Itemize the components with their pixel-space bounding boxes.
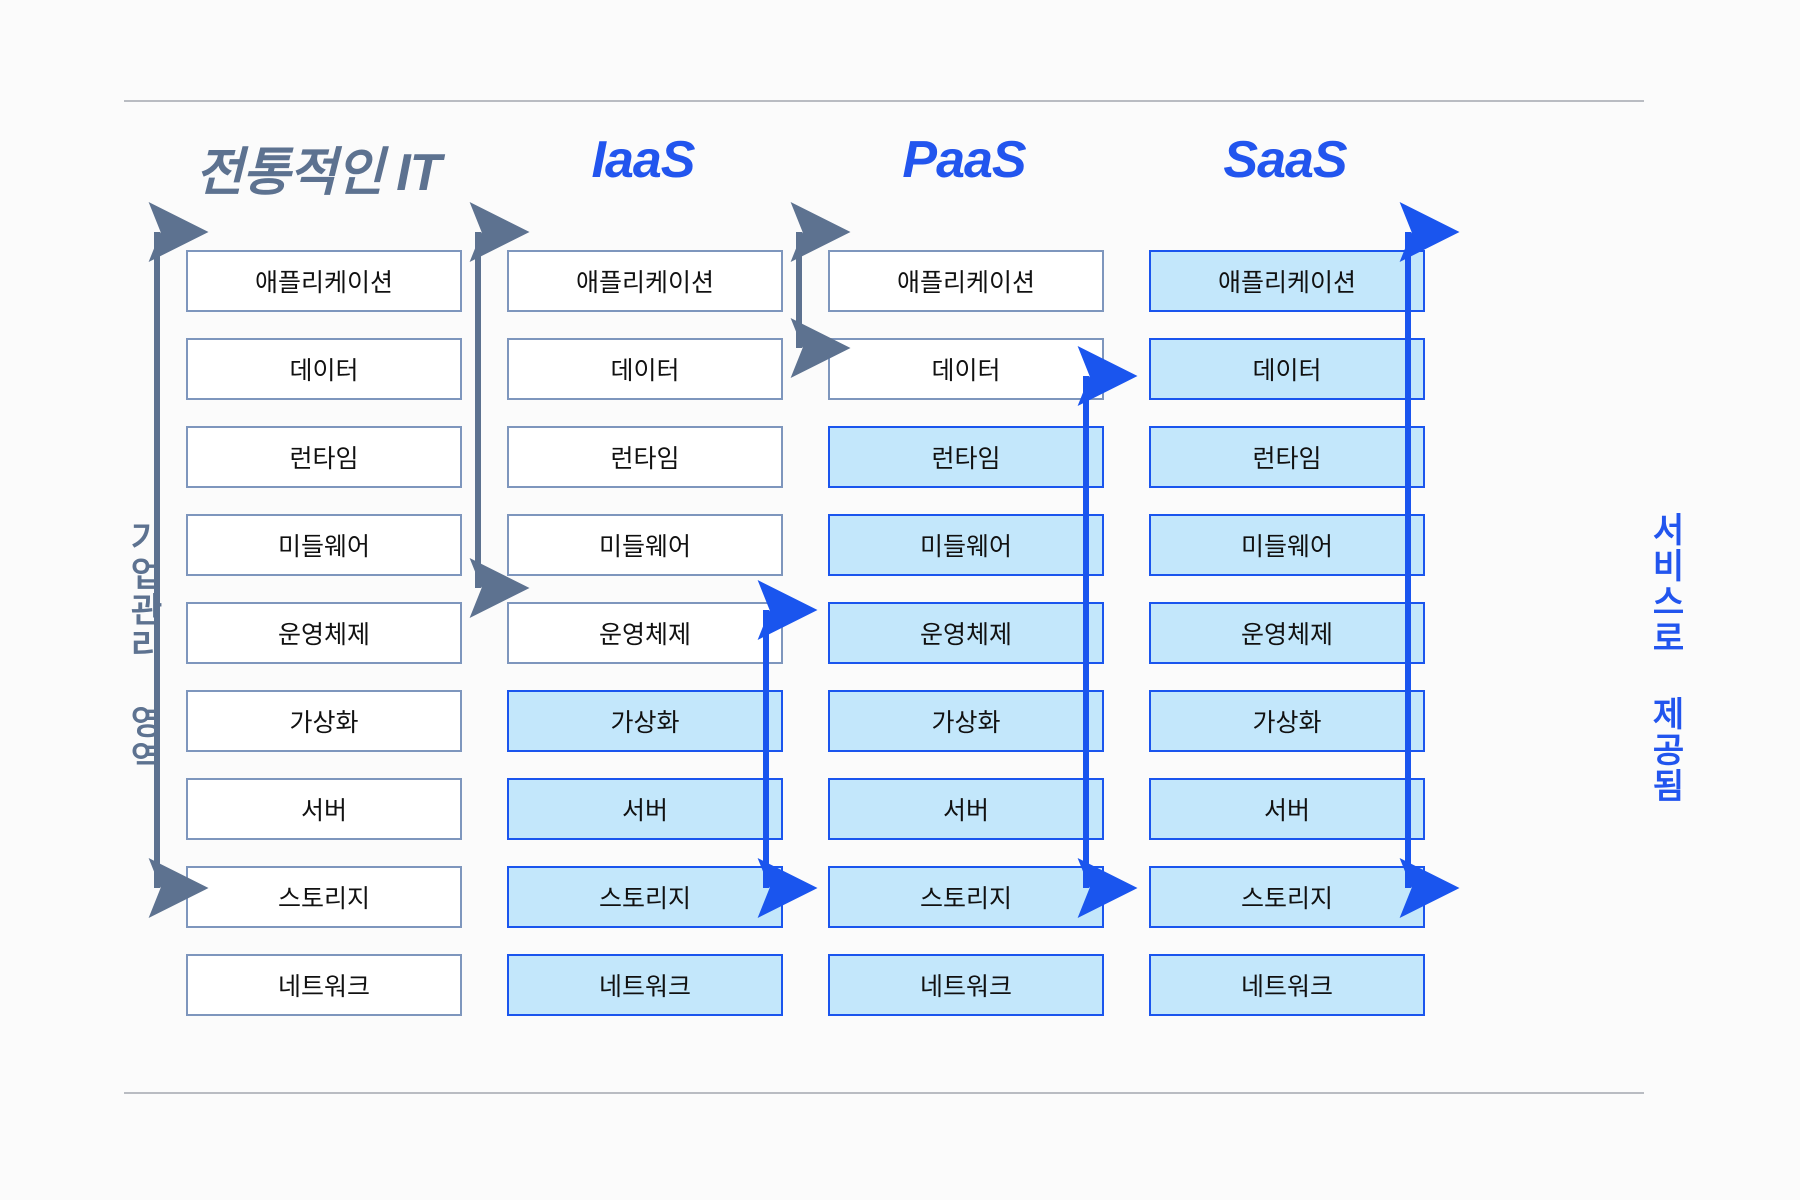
layer-box-label: 운영체제 [1240,621,1333,649]
layer-box-saas-2: 런타임 [1149,426,1425,488]
layer-box-label: 스토리지 [919,885,1012,913]
layer-box-label: 서버 [942,797,989,825]
left-axis-label: 기업관리 영역 [124,520,162,776]
layer-box-saas-4: 운영체제 [1149,602,1425,664]
layer-box-label: 스토리지 [277,885,370,913]
layer-box-paas-3: 미들웨어 [828,514,1104,576]
column-title-traditional: 전통적인 IT [195,144,441,202]
layer-box-label: 데이터 [931,357,1001,385]
layer-box-label: 운영체제 [277,621,370,649]
layer-box-label: 네트워크 [919,973,1012,1001]
layer-box-label: 스토리지 [1240,885,1333,913]
layer-box-iaas-1: 데이터 [507,338,783,400]
column-title-saas: SaaS [1223,131,1347,189]
layer-box-label: 애플리케이션 [254,269,393,297]
layer-box-label: 가상화 [610,709,680,737]
layer-box-label: 데이터 [1252,357,1322,385]
layer-box-traditional-4: 운영체제 [186,602,462,664]
layer-box-paas-4: 운영체제 [828,602,1104,664]
layer-box-label: 미들웨어 [277,533,370,561]
layer-box-label: 런타임 [289,445,359,473]
layer-box-label: 가상화 [289,709,359,737]
layer-box-iaas-3: 미들웨어 [507,514,783,576]
layer-box-saas-8: 네트워크 [1149,954,1425,1016]
layer-box-paas-7: 스토리지 [828,866,1104,928]
layer-box-iaas-5: 가상화 [507,690,783,752]
layer-box-traditional-8: 네트워크 [186,954,462,1016]
layer-box-label: 데이터 [610,357,680,385]
layer-box-label: 네트워크 [277,973,370,1001]
layer-box-iaas-0: 애플리케이션 [507,250,783,312]
layer-box-label: 애플리케이션 [575,269,714,297]
layer-box-label: 런타임 [931,445,1001,473]
layer-box-iaas-6: 서버 [507,778,783,840]
layer-box-traditional-0: 애플리케이션 [186,250,462,312]
bottom-divider-rule [124,1092,1644,1094]
layer-box-iaas-2: 런타임 [507,426,783,488]
layer-box-label: 운영체제 [598,621,691,649]
layer-box-iaas-7: 스토리지 [507,866,783,928]
layer-box-paas-2: 런타임 [828,426,1104,488]
column-title-paas: PaaS [902,131,1026,189]
layer-box-traditional-1: 데이터 [186,338,462,400]
layer-box-iaas-8: 네트워크 [507,954,783,1016]
layer-box-label: 스토리지 [598,885,691,913]
layer-box-label: 애플리케이션 [896,269,1035,297]
layer-box-traditional-2: 런타임 [186,426,462,488]
column-title-iaas: IaaS [591,131,696,189]
layer-box-paas-6: 서버 [828,778,1104,840]
layer-box-saas-1: 데이터 [1149,338,1425,400]
layer-box-saas-0: 애플리케이션 [1149,250,1425,312]
layer-box-label: 네트워크 [598,973,691,1001]
layer-box-label: 서버 [300,797,347,825]
layer-box-traditional-5: 가상화 [186,690,462,752]
layer-box-label: 애플리케이션 [1217,269,1356,297]
right-axis-label: 서비스로 제공됨 [1646,512,1684,804]
layer-box-saas-3: 미들웨어 [1149,514,1425,576]
layer-box-paas-0: 애플리케이션 [828,250,1104,312]
layer-box-label: 서버 [1263,797,1310,825]
layer-box-saas-7: 스토리지 [1149,866,1425,928]
layer-box-label: 미들웨어 [919,533,1012,561]
layer-box-paas-8: 네트워크 [828,954,1104,1016]
layer-box-saas-6: 서버 [1149,778,1425,840]
layer-box-label: 미들웨어 [598,533,691,561]
layer-box-label: 운영체제 [919,621,1012,649]
layer-box-paas-5: 가상화 [828,690,1104,752]
layer-box-saas-5: 가상화 [1149,690,1425,752]
layer-box-traditional-7: 스토리지 [186,866,462,928]
layer-box-iaas-4: 운영체제 [507,602,783,664]
layer-box-label: 가상화 [1252,709,1322,737]
layer-box-paas-1: 데이터 [828,338,1104,400]
layer-box-traditional-6: 서버 [186,778,462,840]
layer-box-label: 미들웨어 [1240,533,1333,561]
layer-box-label: 런타임 [1252,445,1322,473]
layer-box-label: 런타임 [610,445,680,473]
layer-box-label: 가상화 [931,709,1001,737]
top-divider-rule [124,100,1644,102]
layer-box-label: 서버 [621,797,668,825]
layer-box-traditional-3: 미들웨어 [186,514,462,576]
layer-box-label: 네트워크 [1240,973,1333,1001]
layer-box-label: 데이터 [289,357,359,385]
